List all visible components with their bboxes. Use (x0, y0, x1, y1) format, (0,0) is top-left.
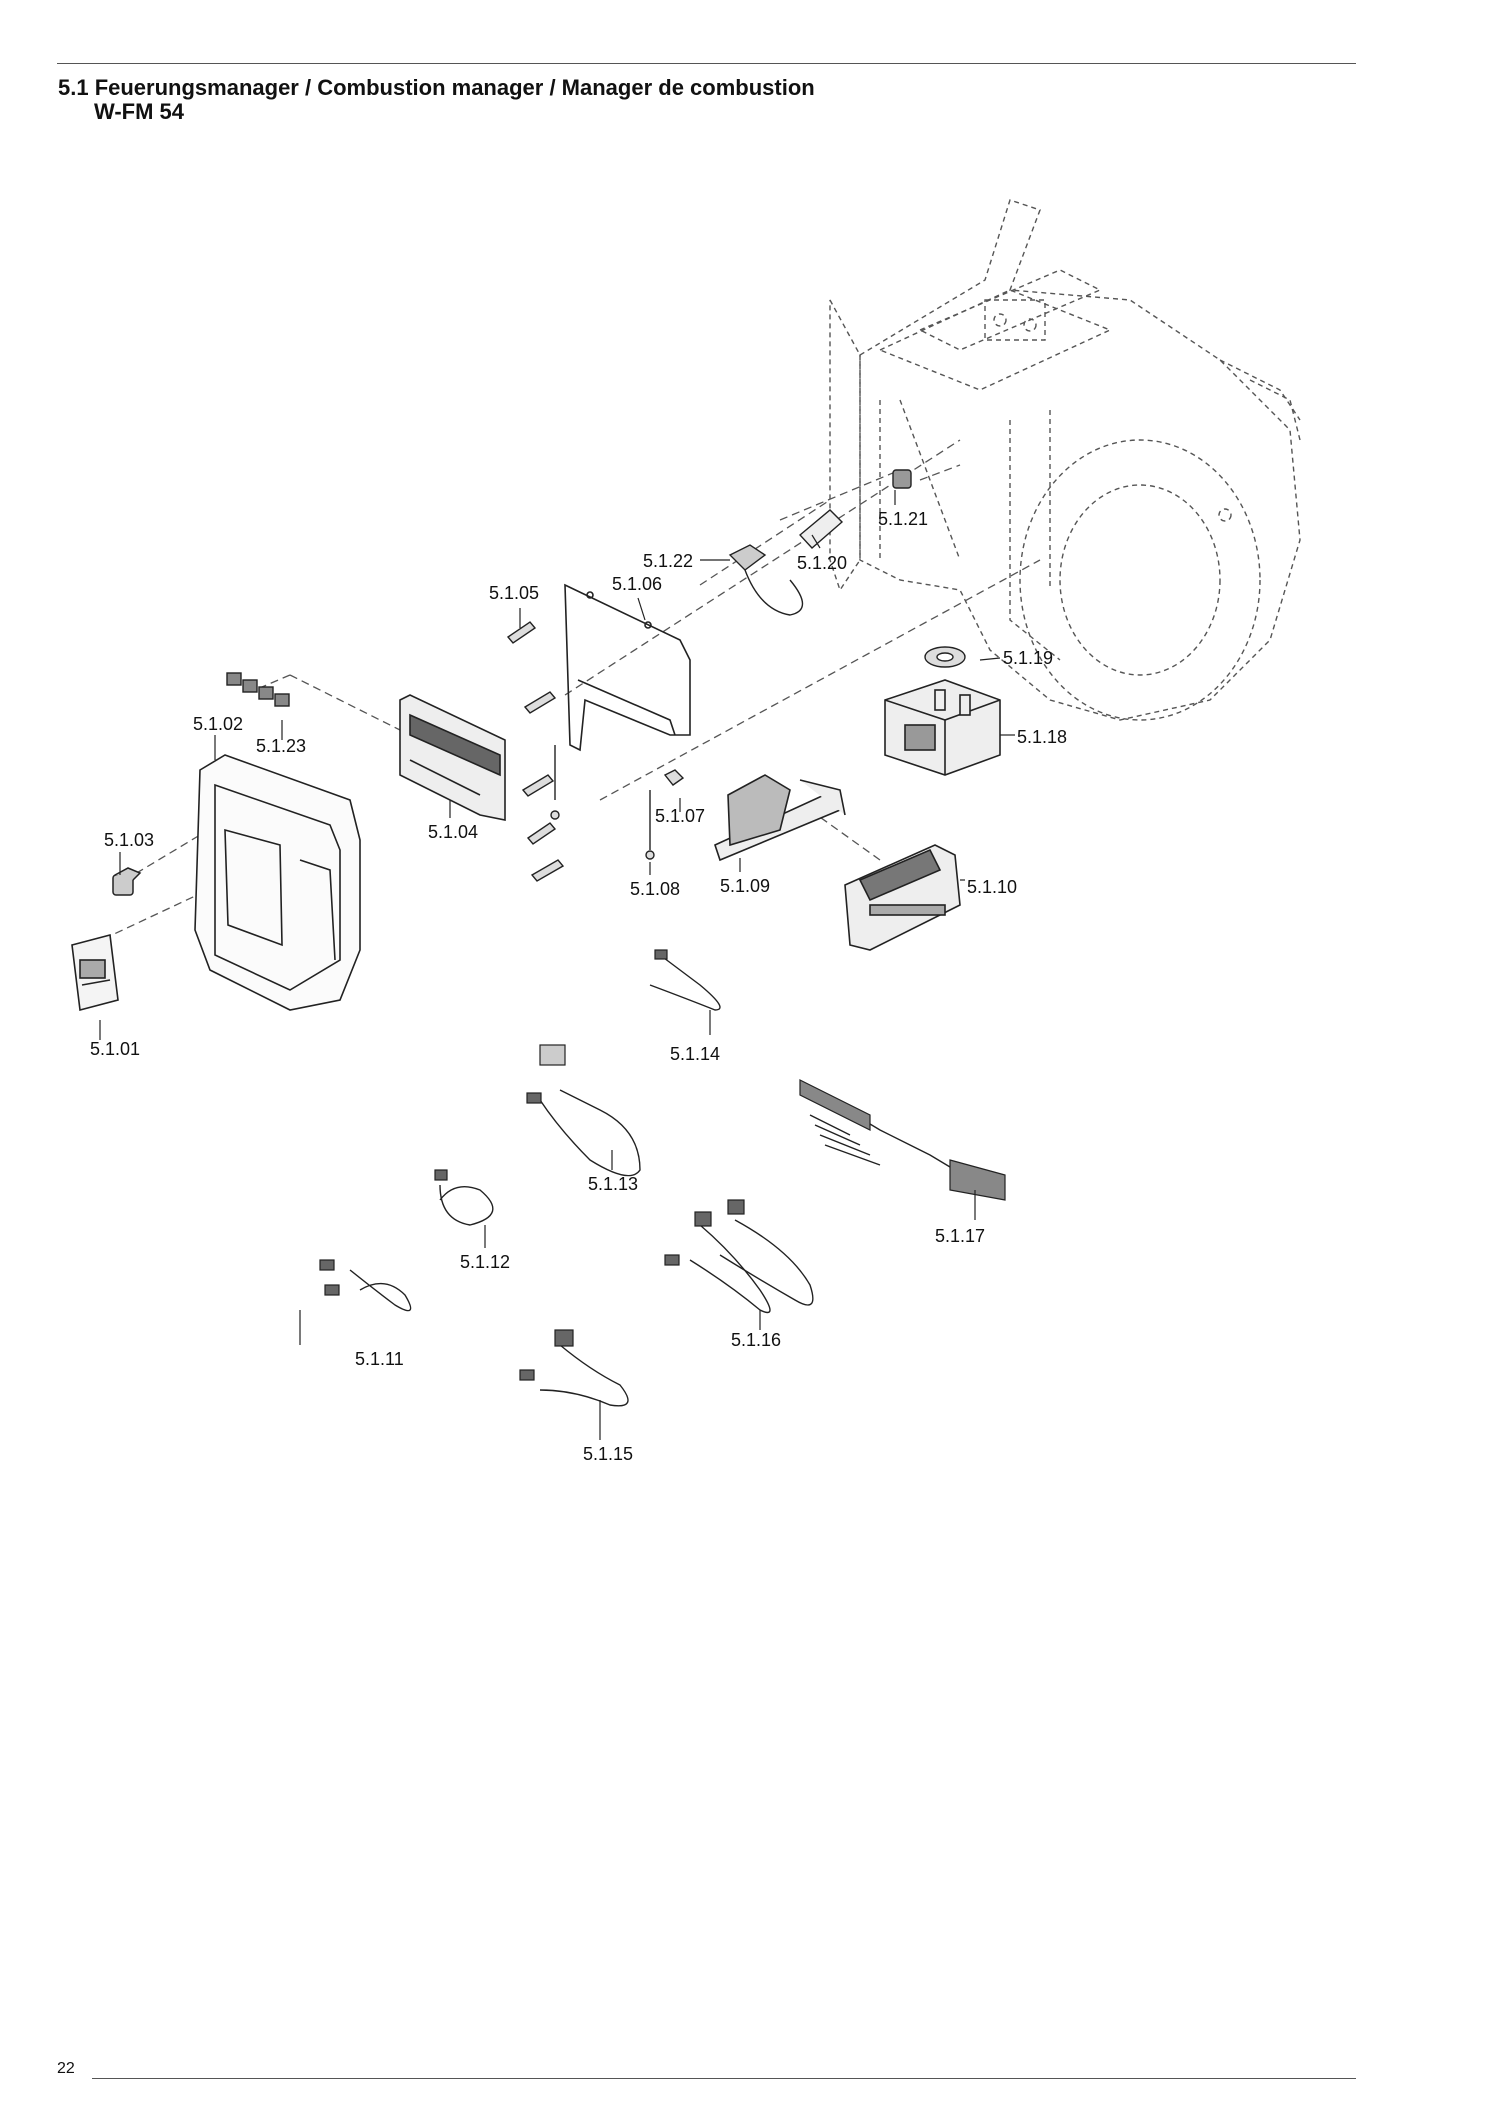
cable-5-1-15 (539, 1344, 629, 1407)
label-5-1-15: 5.1.15 (583, 1444, 633, 1464)
label-5-1-18: 5.1.18 (1017, 727, 1067, 747)
label-5-1-20: 5.1.20 (797, 553, 847, 573)
cable-5-1-14 (649, 954, 721, 1011)
part-knob (112, 867, 142, 896)
label-5-1-19: 5.1.19 (1003, 648, 1053, 668)
label-5-1-01: 5.1.01 (90, 1039, 140, 1059)
label-5-1-09: 5.1.09 (720, 876, 770, 896)
part-spacer-bolts (506, 621, 565, 882)
part-housing-cover (194, 754, 361, 1011)
part-washer (924, 646, 966, 668)
bottom-rule (92, 2078, 1356, 2079)
part-electronic-module (844, 844, 961, 951)
label-5-1-10: 5.1.10 (967, 877, 1017, 897)
part-labels: 5.1.01 5.1.02 5.1.03 5.1.04 5.1.05 5.1.0… (90, 509, 1067, 1464)
part-terminal-rail (714, 774, 846, 862)
burner-housing-outline (829, 199, 1301, 721)
title-text: 5.1 Feuerungsmanager / Combustion manage… (58, 75, 815, 100)
label-5-1-21: 5.1.21 (878, 509, 928, 529)
label-5-1-23: 5.1.23 (256, 736, 306, 756)
label-5-1-08: 5.1.08 (630, 879, 680, 899)
part-mounting-plate (564, 583, 691, 752)
label-5-1-05: 5.1.05 (489, 583, 539, 603)
part-clamp-and-leads (550, 745, 685, 860)
label-5-1-13: 5.1.13 (588, 1174, 638, 1194)
page-title: 5.1 Feuerungsmanager / Combustion manage… (58, 76, 815, 124)
leader-lines (99, 490, 1015, 1440)
part-sensor-cap (892, 469, 912, 489)
model-subtitle: W-FM 54 (94, 99, 184, 124)
top-rule (57, 63, 1356, 64)
cable-5-1-12 (439, 1184, 494, 1226)
label-5-1-12: 5.1.12 (460, 1252, 510, 1272)
label-5-1-14: 5.1.14 (670, 1044, 720, 1064)
label-5-1-02: 5.1.02 (193, 714, 243, 734)
label-5-1-07: 5.1.07 (655, 806, 705, 826)
part-display-module (71, 933, 119, 1012)
label-5-1-17: 5.1.17 (935, 1226, 985, 1246)
label-5-1-22: 5.1.22 (643, 551, 693, 571)
label-5-1-11: 5.1.11 (355, 1349, 404, 1369)
cable-5-1-13 (539, 1089, 641, 1177)
part-ignition-transformer (884, 679, 1001, 776)
label-5-1-03: 5.1.03 (104, 830, 154, 850)
page-number: 22 (57, 2060, 75, 2077)
cable-5-1-16b (719, 1219, 814, 1306)
part-flame-sensor (728, 544, 804, 616)
part-plug-connectors (226, 672, 290, 707)
cable-plugs (319, 949, 1006, 1381)
cable-5-1-16a (689, 1224, 771, 1314)
label-5-1-06: 5.1.06 (612, 574, 662, 594)
label-5-1-16: 5.1.16 (731, 1330, 781, 1350)
part-control-unit (399, 694, 506, 821)
cable-set (349, 954, 956, 1407)
label-5-1-04: 5.1.04 (428, 822, 478, 842)
cable-5-1-11 (349, 1269, 412, 1312)
part-sleeve (798, 509, 844, 549)
